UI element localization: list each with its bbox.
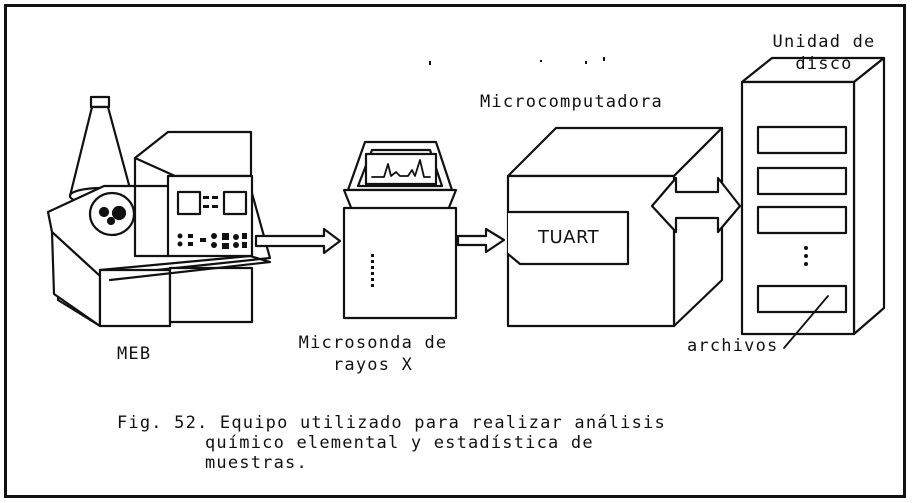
disk-unit-cabinet-icon — [740, 56, 886, 349]
disk-unit-label: Unidad de disco — [772, 32, 876, 74]
microsonda-terminal-icon — [342, 140, 458, 320]
microsonda-label: Microsonda de rayos X — [298, 333, 448, 375]
arrow-microsonda-to-micro — [456, 227, 506, 254]
figure-frame — [4, 4, 906, 498]
meb-machine-icon — [46, 95, 272, 328]
arrow-micro-disco-bidirectional — [650, 176, 742, 234]
figure-caption: Fig. 52. Equipo utilizado para realizar … — [117, 413, 666, 473]
microcomputadora-box-icon — [506, 126, 724, 328]
scan-marks — [429, 57, 605, 65]
caption-line-1: Fig. 52. Equipo utilizado para realizar … — [117, 413, 666, 433]
microcomputadora-label: Microcomputadora — [480, 92, 663, 112]
caption-line-3: muestras. — [205, 453, 308, 473]
meb-label: MEB — [117, 344, 152, 364]
tuart-label: TUART — [538, 227, 600, 248]
archivos-label: archivos — [687, 336, 779, 356]
arrow-meb-to-microsonda — [254, 227, 342, 255]
caption-line-2: químico elemental y estadística de — [205, 433, 594, 453]
